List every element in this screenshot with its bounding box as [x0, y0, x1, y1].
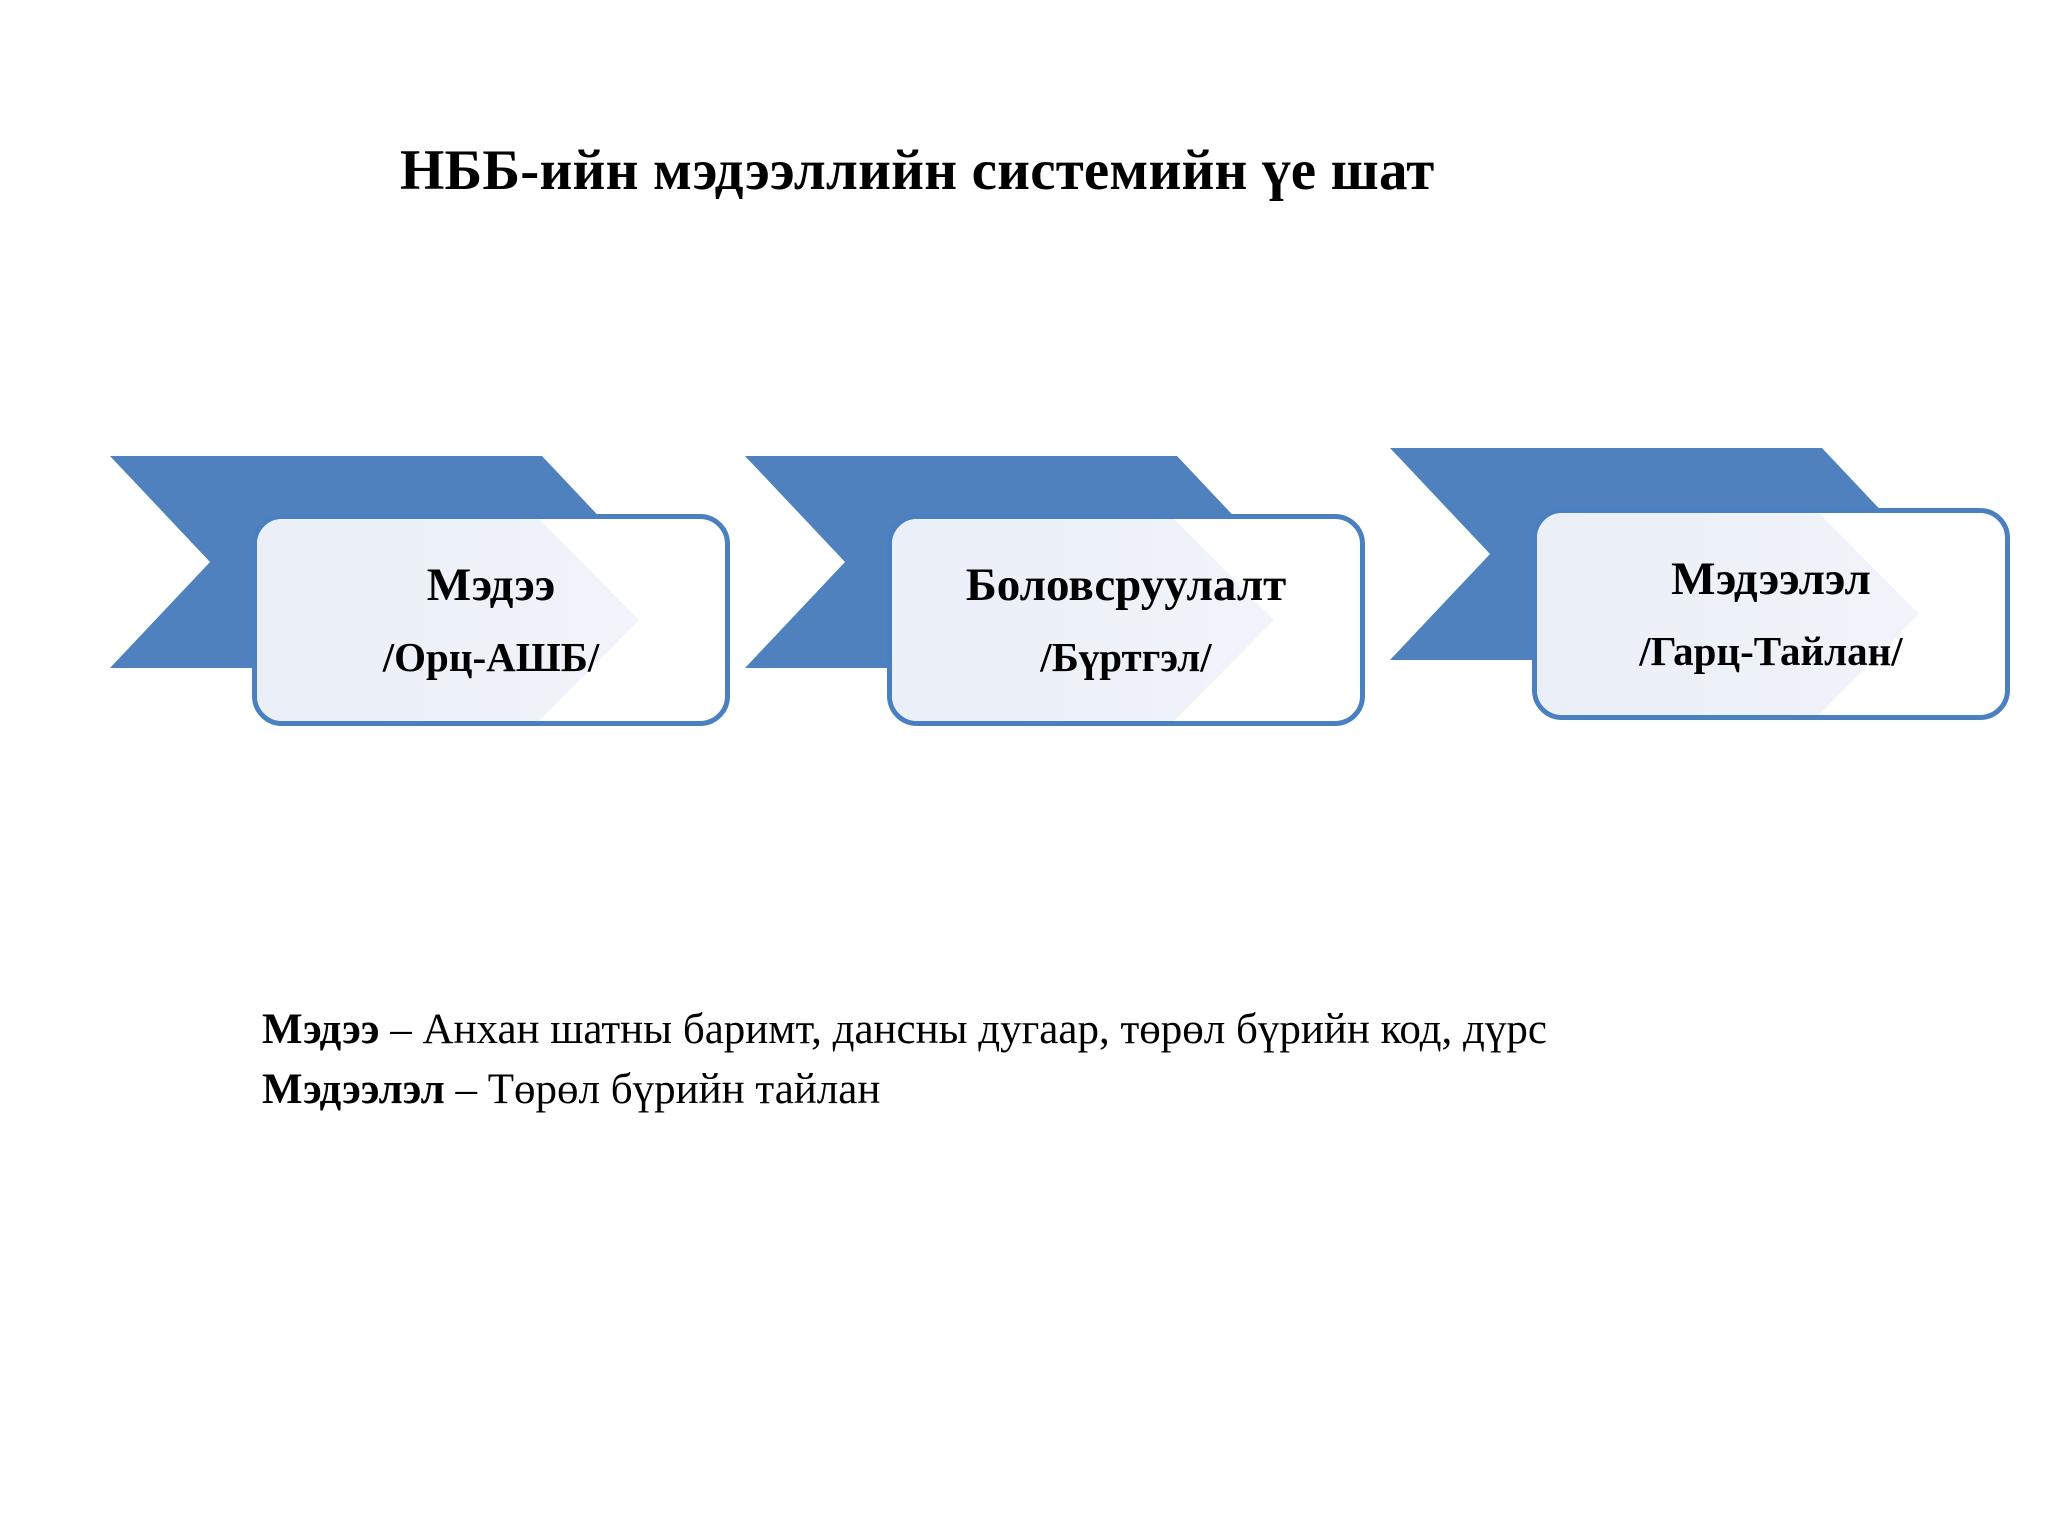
process-stage-2[interactable]: Боловсруулалт /Бүртгэл/: [745, 0, 1365, 780]
stage-sublabel-1: /Орц-АШБ/: [382, 634, 600, 681]
note-term-2: Мэдээлэл: [262, 1066, 445, 1114]
stage-card-text-3: Мэдээлэл /Гарц-Тайлан/: [1537, 513, 2005, 715]
process-stage-1[interactable]: Мэдээ /Орц-АШБ/: [110, 0, 730, 780]
stage-card-text-2: Боловсруулалт /Бүртгэл/: [892, 519, 1360, 721]
note-rest-1: – Анхан шатны баримт, дансны дугаар, төр…: [379, 1006, 1547, 1053]
note-rest-2: – Төрөл бүрийн тайлан: [444, 1066, 881, 1114]
page-title: НББ-ийн мэдээллийн системийн үе шат: [400, 139, 1435, 202]
process-stage-3[interactable]: Мэдээлэл /Гарц-Тайлан/: [1390, 0, 2010, 780]
stage-card-1[interactable]: Мэдээ /Орц-АШБ/: [252, 514, 730, 726]
stage-sublabel-3: /Гарц-Тайлан/: [1639, 628, 1903, 675]
note-term-1: Мэдээ: [262, 1006, 380, 1053]
note-line-2: Мэдээлэл – Төрөл бүрийн тайлан: [262, 1060, 1962, 1120]
stage-card-3[interactable]: Мэдээлэл /Гарц-Тайлан/: [1532, 508, 2010, 720]
stage-label-3: Мэдээлэл: [1671, 552, 1871, 605]
stage-sublabel-2: /Бүртгэл/: [1040, 634, 1212, 681]
process-flow-diagram: Мэдээ /Орц-АШБ/ Боловсруулалт /Бүртгэл/: [110, 0, 2010, 780]
note-line-1: Мэдээ – Анхан шатны баримт, дансны дугаа…: [262, 1000, 1962, 1060]
notes-block: Мэдээ – Анхан шатны баримт, дансны дугаа…: [262, 1000, 1962, 1120]
stage-card-text-1: Мэдээ /Орц-АШБ/: [257, 519, 725, 721]
stage-label-2: Боловсруулалт: [965, 558, 1287, 611]
stage-card-2[interactable]: Боловсруулалт /Бүртгэл/: [887, 514, 1365, 726]
stage-label-1: Мэдээ: [426, 558, 556, 611]
